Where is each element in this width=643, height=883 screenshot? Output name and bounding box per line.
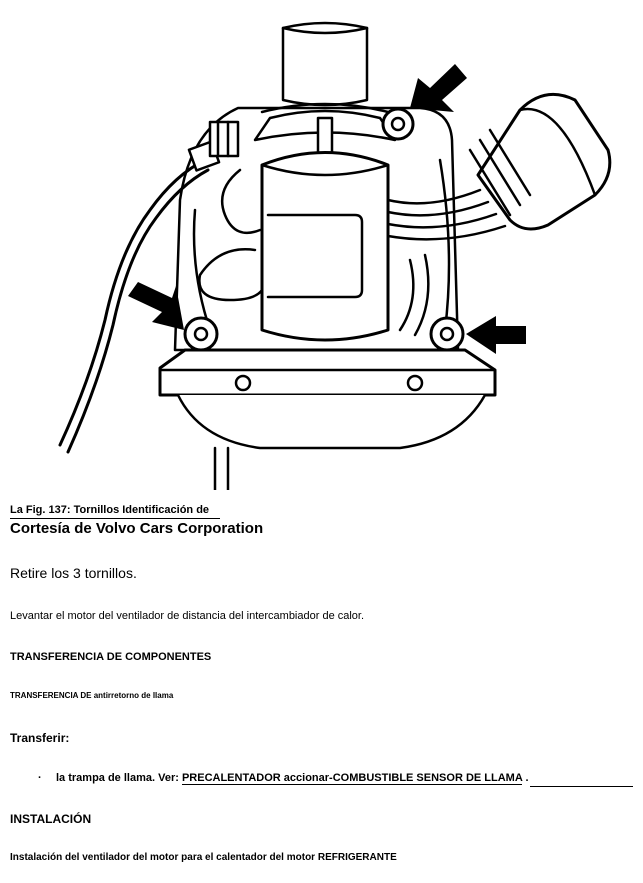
top-cylinder-shape	[281, 21, 369, 107]
motor-body-shape	[260, 116, 390, 342]
bullet-marker: ·	[38, 772, 42, 784]
heading-install-motor: Instalación del ventilador del motor par…	[10, 852, 397, 863]
courtesy-line: Cortesía de Volvo Cars Corporation	[10, 520, 264, 537]
bullet-end: .	[525, 772, 529, 784]
heading-transfer-components: TRANSFERENCIA DE COMPONENTES	[10, 651, 212, 663]
left-wire-shape	[58, 120, 240, 454]
step-lift-motor: Levantar el motor del ventilador de dist…	[10, 610, 365, 622]
screw-bottom-left	[183, 316, 219, 352]
base-plate-shape	[158, 348, 497, 490]
heading-transfer-flame: TRANSFERENCIA DE antirretorno de llama	[10, 691, 174, 700]
caption-underline	[10, 518, 220, 519]
screw-top-right	[381, 107, 415, 141]
heading-installation: INSTALACIÓN	[10, 812, 92, 826]
heading-transfer: Transferir:	[10, 731, 70, 745]
arrow-bottom-right	[466, 316, 526, 354]
bullet-item: · la trampa de llama. Ver: PRECALENTADOR …	[38, 772, 529, 785]
connector-plug-shape	[468, 92, 612, 231]
step-remove-screws: Retire los 3 tornillos.	[10, 565, 137, 581]
internal-wires-shape	[198, 168, 507, 337]
reference-link[interactable]: PRECALENTADOR accionar-COMBUSTIBLE SENSO…	[181, 772, 523, 785]
blower-motor-diagram	[58, 21, 612, 490]
screw-bottom-right	[429, 316, 465, 352]
bullet-underline	[530, 786, 633, 787]
figure-caption: La Fig. 137: Tornillos Identificación de	[10, 504, 210, 516]
arrow-top-right	[410, 64, 467, 112]
arrow-bottom-left	[128, 282, 184, 330]
bullet-text: la trampa de llama. Ver:	[56, 772, 179, 784]
